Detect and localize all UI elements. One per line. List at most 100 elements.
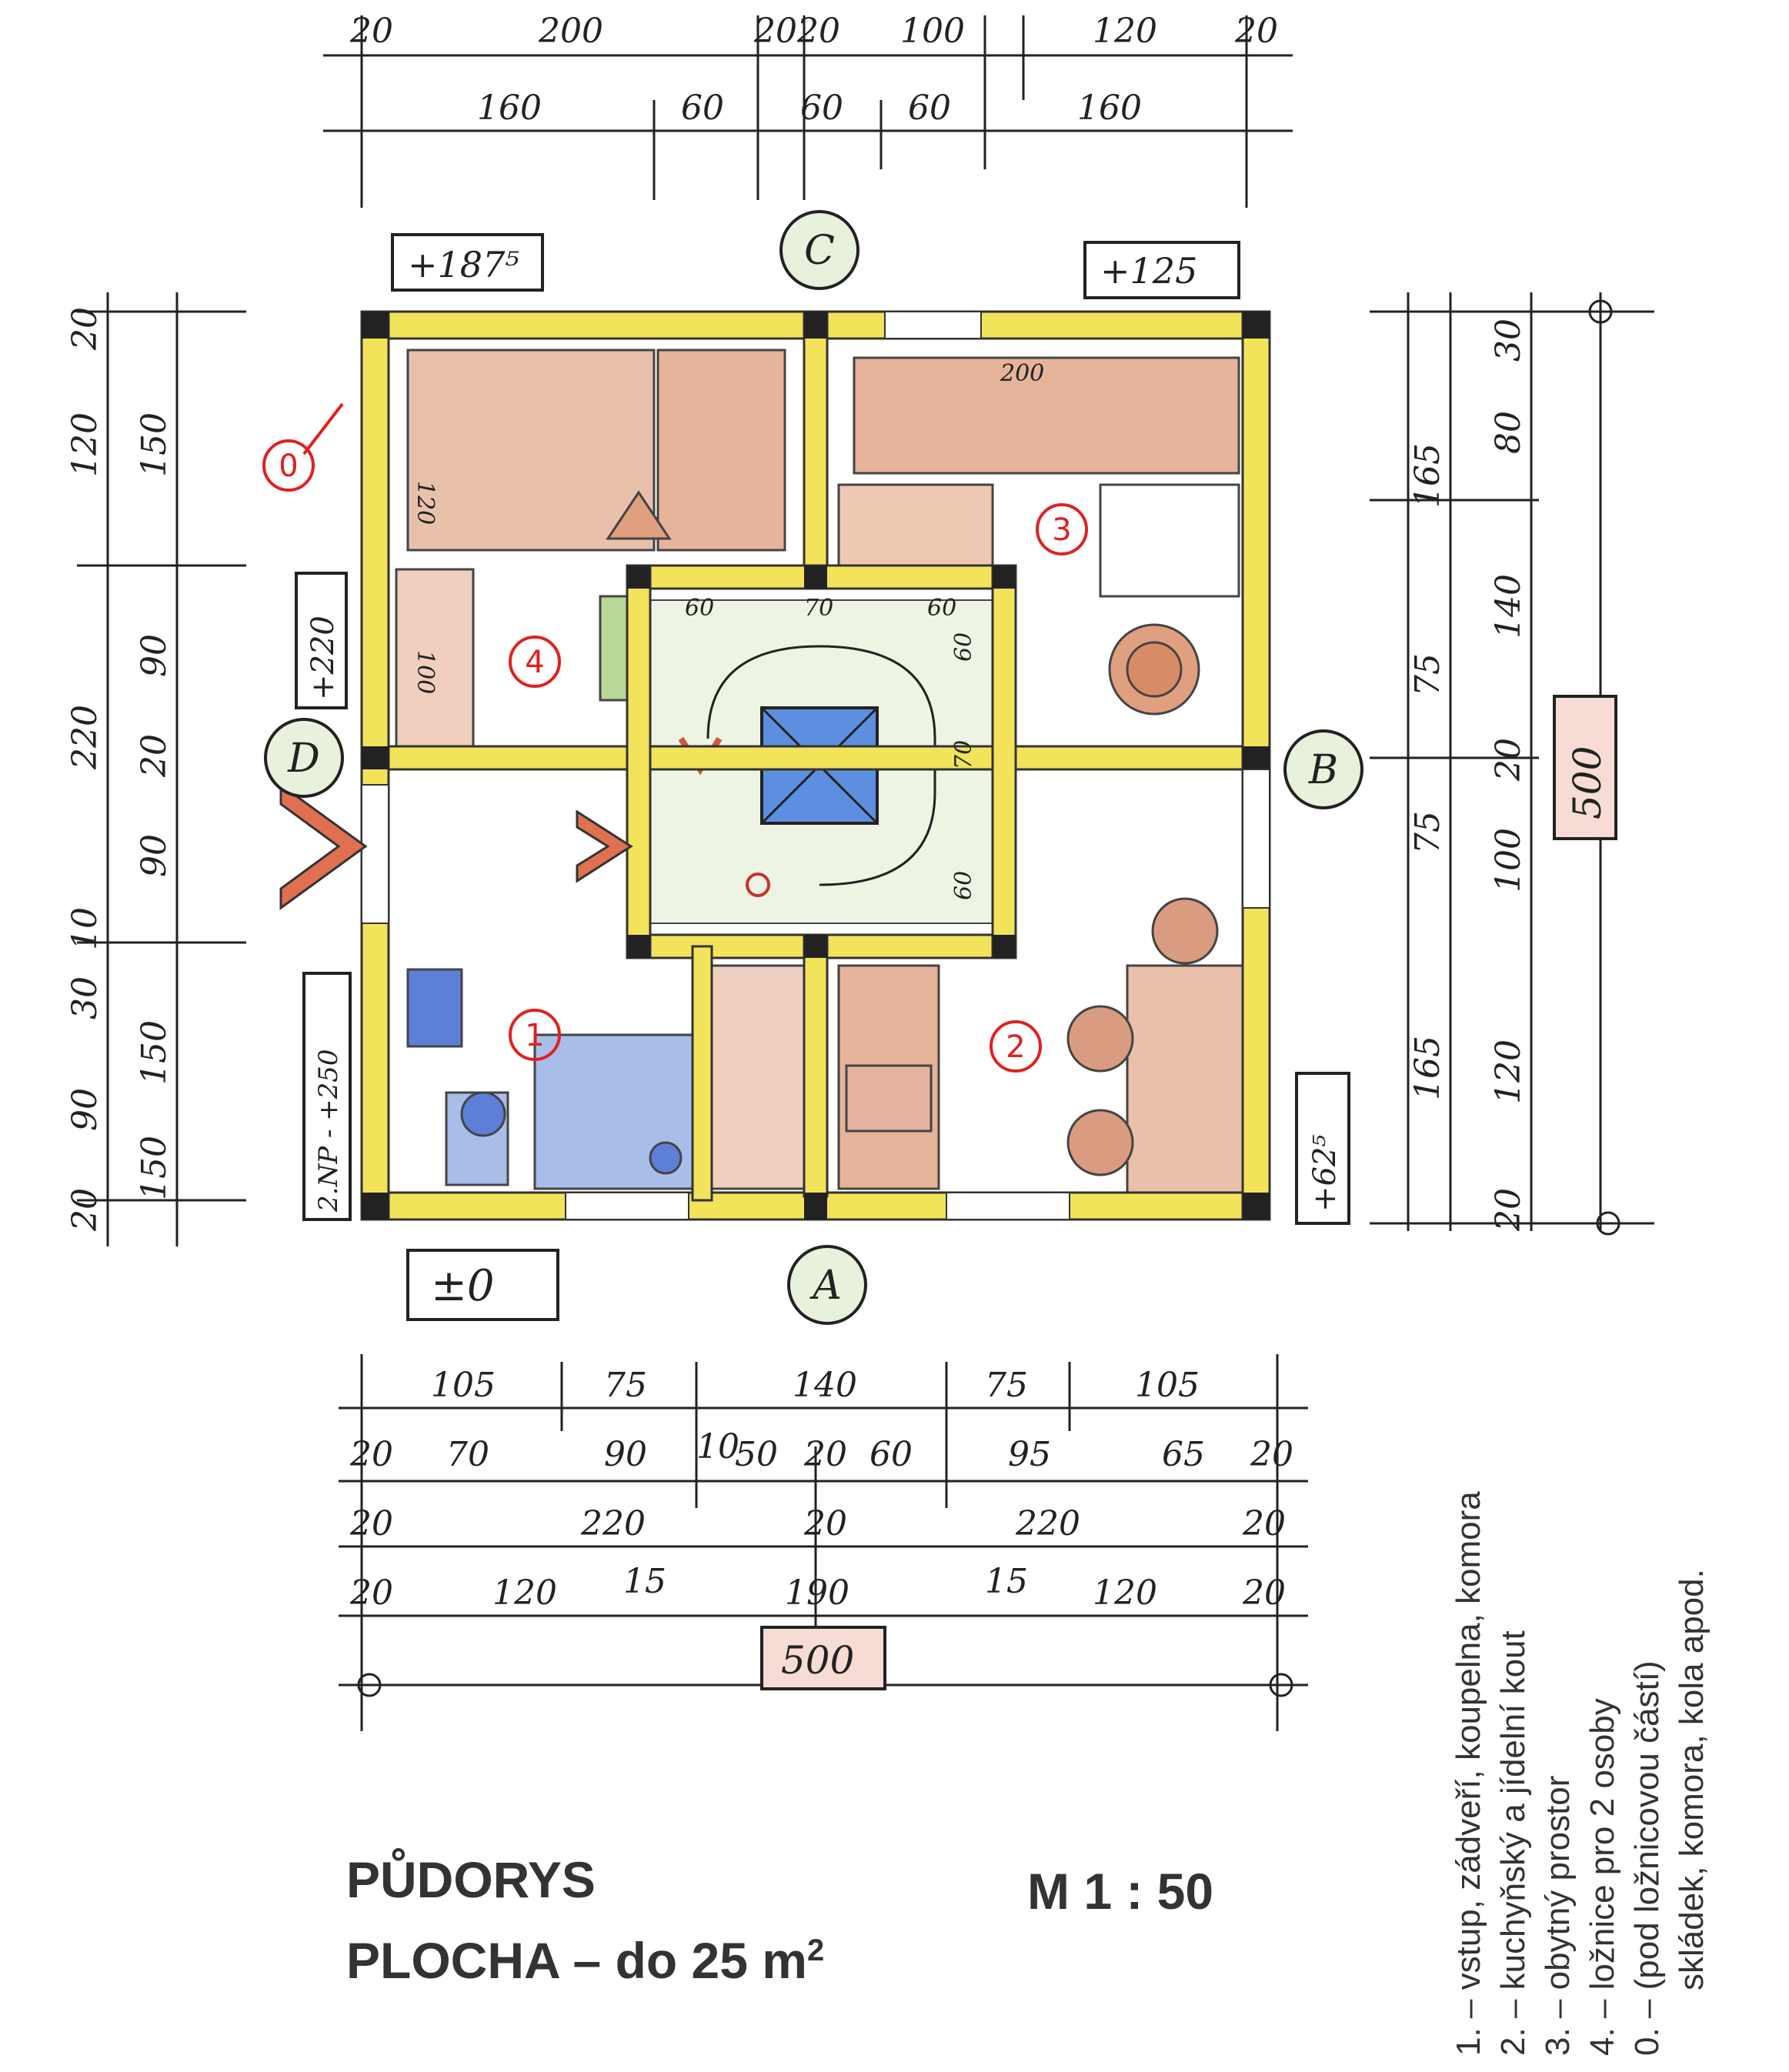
- dim-bottom2-5: 20: [803, 1435, 847, 1474]
- dim-bottom3-2: 20: [803, 1504, 847, 1543]
- dim-top1-3: 100: [900, 12, 965, 51]
- dim-bottom2-8: 65: [1162, 1435, 1205, 1474]
- dim-left-inner-3: 90: [135, 834, 174, 877]
- dim-left-outer-0: 20: [65, 307, 105, 351]
- axis-b: B: [1308, 747, 1338, 793]
- legend-item-1: 1. – vstup, zádveří, koupelna, komora: [1450, 1491, 1487, 2056]
- dim-top2-1: 60: [681, 88, 724, 128]
- dim-top1-5: 20: [1234, 12, 1278, 51]
- entry-arrows: [279, 782, 633, 910]
- dim-top1-4: 120: [1093, 12, 1157, 51]
- area-superscript: 2: [807, 1934, 825, 1967]
- interior-dim-8: 60: [950, 871, 977, 900]
- dim-bottom1-2: 140: [793, 1366, 857, 1405]
- dim-right-inner-2: 75: [1408, 811, 1447, 854]
- dim-left-outer-7: 20: [65, 1188, 105, 1232]
- legend-item-3: 3. – obytný prostor: [1539, 1775, 1577, 2056]
- dim-bottom2-2: 90: [604, 1435, 647, 1474]
- dim-bottom1-1: 75: [604, 1366, 647, 1405]
- level-top-left: +187⁵: [408, 244, 519, 285]
- dim-right-outer-2: 140: [1489, 574, 1528, 639]
- dim-left-outer-4: 30: [65, 976, 105, 1019]
- room-number-3: 3: [1052, 512, 1071, 548]
- furniture: [395, 349, 1244, 1198]
- level-boxes: +187⁵ +125 +220 2.NP - +250 ±0 +62⁵ 500 …: [295, 233, 1617, 1690]
- dim-left-inner-4: 150: [135, 1136, 174, 1200]
- dim-right-outer-3: 20: [1489, 738, 1528, 782]
- dim-bottom1-4: 105: [1135, 1366, 1200, 1405]
- interior-dim-3: 60: [685, 595, 714, 622]
- dim-left-outer-5: 90: [65, 1088, 105, 1131]
- legend-item-0-cont: skládek, komora, kola apod.: [1673, 1569, 1711, 1990]
- dim-right-outer-5: 120: [1489, 1039, 1528, 1104]
- plan-subtitle: PLOCHA – do 25 m2: [346, 1931, 824, 1990]
- dim-bottom2-0: 20: [349, 1435, 393, 1474]
- plan-title: PŮDORYS: [346, 1851, 596, 1908]
- interior-dim-1: 120: [412, 481, 439, 525]
- dim-right-outer-0: 30: [1489, 319, 1528, 362]
- dim-right-inner-1: 75: [1408, 653, 1447, 696]
- interior-dim-0: 200: [1000, 360, 1044, 387]
- dim-top2-3: 60: [908, 88, 951, 128]
- dim-bottom4-2: 15: [623, 1562, 666, 1601]
- dim-bottom1-3: 75: [985, 1366, 1028, 1405]
- total-right: 500: [1565, 746, 1610, 819]
- dim-bottom2-1: 70: [446, 1435, 489, 1474]
- dim-right-outer-1: 80: [1489, 411, 1528, 454]
- dim-top2-0: 160: [477, 88, 542, 128]
- dim-right-inner-3: 165: [1408, 1036, 1447, 1100]
- dim-left-outer-1: 120: [65, 412, 105, 477]
- dim-bottom4-3: 190: [785, 1573, 849, 1613]
- room-number-1: 1: [525, 1018, 544, 1053]
- axis-a: A: [809, 1263, 842, 1309]
- level-left: +220: [305, 616, 341, 700]
- dim-right-outer-4: 100: [1489, 828, 1528, 893]
- dim-bottom4-5: 120: [1093, 1573, 1157, 1613]
- interior-dim-2: 100: [412, 650, 439, 694]
- room-number-0: 0: [279, 449, 298, 484]
- dim-bottom2-4: 50: [735, 1435, 778, 1474]
- interior-dim-6: 60: [950, 632, 977, 662]
- axis-c: C: [804, 228, 835, 274]
- level-left-bottom: 2.NP - +250: [313, 1049, 344, 1213]
- dim-left-inner-2: 20: [135, 734, 174, 778]
- windows: [361, 311, 1270, 1220]
- dim-bottom3-3: 220: [1015, 1504, 1080, 1543]
- dim-right-outer-6: 20: [1489, 1188, 1528, 1232]
- dim-top1-2: 2020: [753, 12, 840, 51]
- dim-bottom1-0: 105: [431, 1366, 496, 1405]
- dim-top2-2: 60: [800, 88, 843, 128]
- dim-top2-4: 160: [1077, 88, 1142, 128]
- dim-bottom2-7: 95: [1008, 1435, 1051, 1474]
- interior-dim-7: 70: [950, 740, 977, 769]
- interior-dim-5: 60: [927, 595, 956, 622]
- dim-bottom3-0: 20: [349, 1504, 393, 1543]
- legend-item-0: 0. – (pod ložnicovou částí): [1628, 1660, 1666, 2056]
- room-number-2: 2: [1006, 1029, 1025, 1065]
- dim-bottom4-0: 20: [349, 1573, 393, 1613]
- dimension-lines: [77, 15, 1654, 1731]
- dim-bottom2-9: 20: [1250, 1435, 1293, 1474]
- level-right: +62⁵: [1307, 1135, 1343, 1212]
- dim-bottom4-4: 15: [985, 1562, 1028, 1601]
- interior-dim-4: 70: [804, 595, 833, 622]
- axis-markers: C A D B: [264, 210, 1363, 1325]
- axis-d: D: [287, 736, 320, 782]
- wall-corners: [362, 312, 1270, 1220]
- dim-right-inner-0: 165: [1408, 443, 1447, 508]
- area-label: PLOCHA – do 25 m: [346, 1932, 807, 1989]
- dim-bottom4-1: 120: [492, 1573, 557, 1613]
- dim-left-outer-6: 150: [135, 1020, 174, 1085]
- dim-left-inner-1: 90: [135, 634, 174, 677]
- dim-top1-1: 200: [538, 12, 603, 51]
- legend-item-2: 2. – kuchyňský a jídelní kout: [1494, 1630, 1532, 2056]
- dim-left-inner-0: 150: [135, 412, 174, 477]
- total-bottom: 500: [781, 1638, 854, 1683]
- dim-top1-0: 20: [349, 12, 393, 51]
- scale-label: M 1 : 50: [1027, 1863, 1214, 1920]
- level-bottom: ±0: [431, 1261, 495, 1311]
- legend-item-4: 4. – ložnice pro 2 osoby: [1584, 1698, 1621, 2056]
- dim-bottom4-6: 20: [1242, 1573, 1286, 1613]
- dim-left-outer-2: 220: [65, 705, 105, 770]
